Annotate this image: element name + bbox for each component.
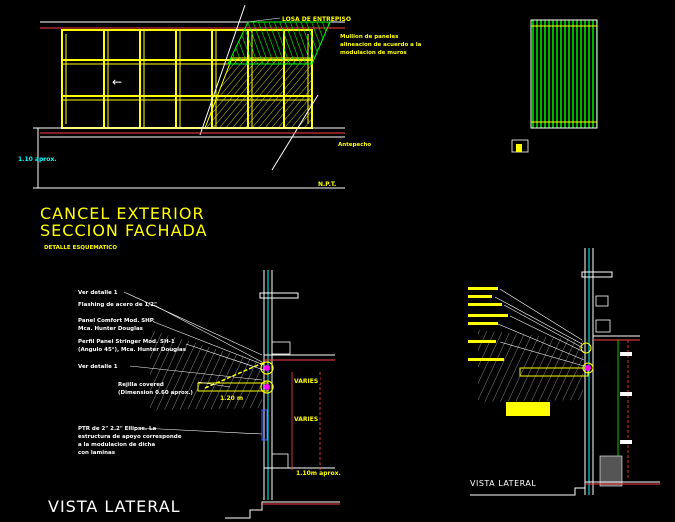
callout-6a: Rejilla covered — [118, 382, 164, 388]
label-antepecho: Antepecho — [338, 142, 371, 148]
callout-5: Ver detalle 1 — [78, 364, 118, 370]
callout-7c: a la modulacion de dicha — [78, 442, 155, 448]
dim-varies-2: VARIES — [294, 416, 318, 423]
dim-bottom: 1.10m aprox. — [296, 470, 341, 477]
mullion-note-2: alineacion de acuerdo a la — [340, 42, 422, 48]
callout-4b: (Angulo 45°), Mca. Hunter Douglas — [78, 347, 187, 353]
callout-7b: estructura de apoyo corresponde — [78, 434, 182, 440]
callout-3b: Mca. Hunter Douglas — [78, 326, 144, 332]
mullion-note-1: Mullion de paneles — [340, 34, 399, 40]
callout-2: Flashing de acero de 1/2" — [78, 302, 157, 308]
dim-varies-1: VARIES — [294, 378, 318, 385]
view-title-left: VISTA LATERAL — [48, 497, 181, 516]
callout-6b: (Dimension 0.60 aprox.) — [118, 390, 193, 396]
mullion-note-3: modulacion de muros — [340, 50, 407, 56]
facade-elevation: ← 1.10 aprox. LOSA DE ENTREPISO Mullion … — [18, 4, 422, 189]
dim-left-small: 1.20 m — [220, 395, 243, 402]
callout-7d: con laminas — [78, 450, 116, 456]
grating-plan — [511, 19, 598, 153]
side-section-left: VARIES VARIES 1.20 m 1.10m aprox. Ver de… — [48, 270, 341, 519]
callout-3a: Panel Comfort Mod. SHP. — [78, 318, 155, 324]
title-line-1: CANCEL EXTERIOR — [40, 204, 205, 223]
subtitle: DETALLE ESQUEMATICO — [44, 245, 117, 251]
side-section-right: VISTA LATERAL — [468, 248, 660, 496]
title-line-2: SECCION FACHADA — [40, 221, 208, 240]
door-arrow-icon: ← — [112, 75, 122, 89]
callout-4a: Perfil Panel Stringer Mod. SH-1 — [78, 339, 175, 345]
label-losa: LOSA DE ENTREPISO — [282, 16, 351, 23]
view-title-right: VISTA LATERAL — [470, 479, 536, 488]
dim-height-label: 1.10 aprox. — [18, 156, 56, 163]
callout-1: Ver detalle 1 — [78, 290, 118, 296]
label-npt: N.P.T. — [318, 181, 336, 188]
callout-7a: PTR de 2" 2.2" Ellipse. La — [78, 426, 157, 432]
